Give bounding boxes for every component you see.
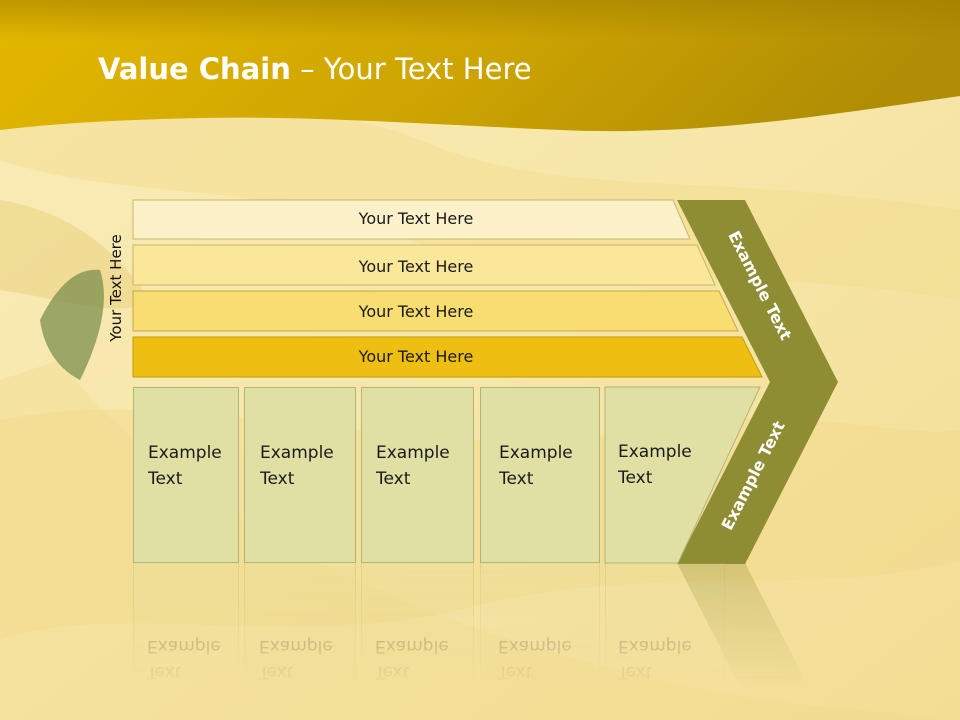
- bar-2: [132, 244, 716, 286]
- column-2-line1: Example: [260, 443, 334, 463]
- reflection-text-5-line1: Example: [618, 636, 692, 656]
- reflection-text-2: Text Example: [259, 633, 333, 685]
- reflection-text-5-line2: Text: [618, 662, 653, 682]
- reflection-text-3-line2: Text: [375, 662, 410, 682]
- reflection-text-1-line2: Text: [147, 662, 182, 682]
- chevron-upper: [677, 200, 838, 382]
- page-title: Value Chain – Your Text Here: [98, 52, 532, 86]
- diagram-reflection: Text Example Text Example Text Example Text…: [0, 563, 960, 720]
- bar-3-label: Your Text Here: [358, 302, 474, 321]
- column-2: Example Text: [244, 387, 356, 563]
- column-3: Example Text: [361, 387, 474, 563]
- bar-3: [132, 290, 739, 332]
- reflection-text-3-line1: Example: [375, 636, 449, 656]
- reflection-text-1-line1: Example: [147, 636, 221, 656]
- reflection-column-1: [133, 563, 239, 720]
- column-5-line1: Example: [618, 442, 692, 462]
- reflection-text-4-line2: Text: [498, 662, 533, 682]
- bar-2-label: Your Text Here: [358, 257, 474, 276]
- reflection-column-3: [361, 563, 474, 720]
- reflection-text-2-line1: Example: [259, 636, 333, 656]
- column-4-line2: Text: [499, 469, 534, 489]
- column-2-line2: Text: [260, 469, 295, 489]
- reflection-text-1: Text Example: [147, 633, 221, 685]
- reflection-chevron: [677, 563, 826, 720]
- title-rest: – Your Text Here: [290, 52, 532, 86]
- reflection-column-2: [244, 563, 356, 720]
- column-4-line1: Example: [499, 443, 573, 463]
- bar-4-label: Your Text Here: [358, 347, 474, 366]
- reflection-text-2-line2: Text: [259, 662, 294, 682]
- column-5: Example Text: [605, 387, 725, 563]
- bar-4: [132, 336, 763, 378]
- column-5-line2: Text: [618, 468, 653, 488]
- reflection-text-5: Text Example: [618, 633, 692, 685]
- title-bold: Value Chain: [98, 52, 291, 86]
- reflection-column-4: [480, 563, 600, 720]
- chevron-lower: [677, 382, 838, 564]
- column-1-line1: Example: [148, 443, 222, 463]
- column-3-line2: Text: [376, 469, 411, 489]
- column-1: Example Text: [133, 387, 239, 563]
- reflection-text-4: Text Example: [498, 633, 572, 685]
- reflection-text-4-line1: Example: [498, 636, 572, 656]
- column-3-line1: Example: [376, 443, 450, 463]
- bar-1: [132, 199, 691, 240]
- reflection-text-3: Text Example: [375, 633, 449, 685]
- column-4: Example Text: [480, 387, 600, 563]
- column-1-line2: Text: [148, 469, 183, 489]
- bar-1-label: Your Text Here: [358, 209, 474, 228]
